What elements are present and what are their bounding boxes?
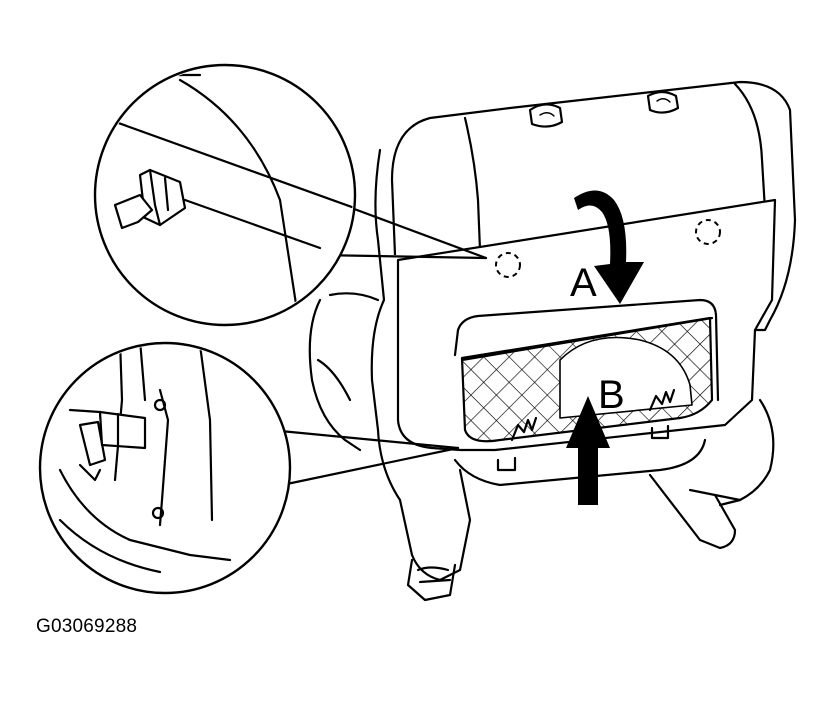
figure-id: G03069288 <box>36 616 138 637</box>
detail-circle-lower <box>38 341 292 595</box>
upper-clip-marker-left <box>495 252 521 278</box>
callout-lines <box>268 198 488 487</box>
arrow-a <box>574 190 644 304</box>
label-b: B <box>598 373 625 417</box>
upper-clip-marker-right <box>695 219 721 245</box>
arrow-b <box>566 396 610 505</box>
label-a: A <box>570 261 597 305</box>
seat-frame <box>308 148 775 602</box>
detail-circle-upper <box>93 63 357 327</box>
